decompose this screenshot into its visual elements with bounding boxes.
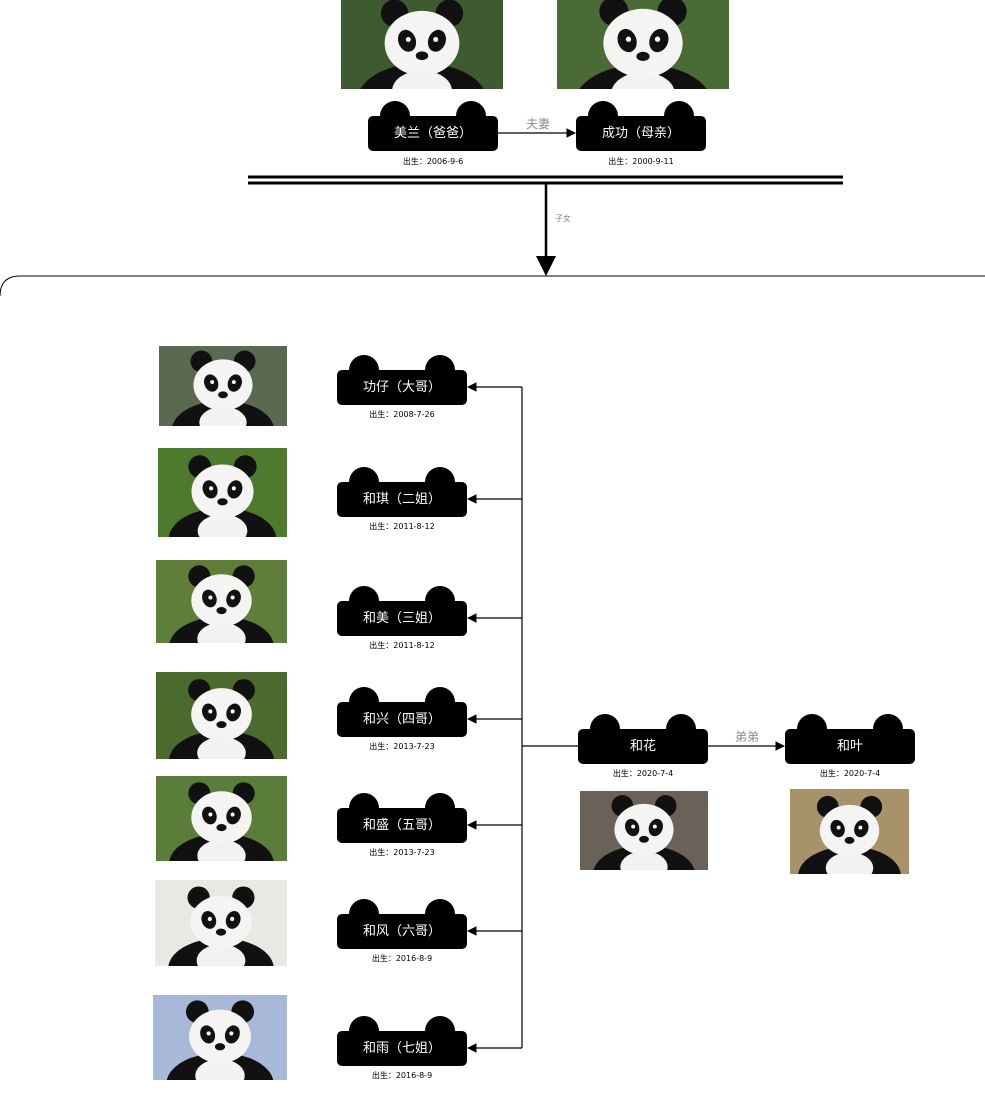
child-2-photo — [156, 560, 287, 643]
panda-illustration — [156, 560, 287, 643]
mother-photo — [557, 0, 729, 89]
child-name: 和兴（四哥） — [337, 702, 467, 737]
child-node-2[interactable]: 和美（三姐） — [337, 586, 467, 636]
panda-illustration — [156, 776, 287, 861]
panda-illustration — [153, 995, 287, 1080]
child-name: 和盛（五哥） — [337, 808, 467, 843]
child-node-4[interactable]: 和盛（五哥） — [337, 793, 467, 843]
mother-name: 成功（母亲） — [576, 116, 706, 151]
panda-illustration — [156, 672, 287, 759]
heye-name: 和叶 — [785, 729, 915, 764]
panda-illustration — [159, 346, 287, 426]
spouse-label: 夫妻 — [526, 117, 551, 131]
child-birth: 出生：2016-8-9 — [371, 954, 433, 963]
brother-label: 弟弟 — [735, 730, 760, 744]
panda-illustration — [580, 791, 708, 870]
mother-node[interactable]: 成功（母亲） — [576, 101, 706, 151]
father-node[interactable]: 美兰（爸爸） — [368, 101, 498, 151]
child-6-photo — [153, 995, 287, 1080]
child-node-3[interactable]: 和兴（四哥） — [337, 687, 467, 737]
child-name: 和风（六哥） — [337, 914, 467, 949]
child-node-6[interactable]: 和雨（七姐） — [337, 1016, 467, 1066]
hehua-photo — [580, 791, 708, 870]
child-1-photo — [158, 448, 287, 537]
heye-node[interactable]: 和叶 — [785, 714, 915, 764]
child-name: 和琪（二姐） — [337, 482, 467, 517]
child-birth: 出生：2011-8-12 — [369, 522, 435, 531]
child-3-photo — [156, 672, 287, 759]
father-birth: 出生：2006-9-6 — [402, 157, 464, 166]
panda-illustration — [155, 880, 287, 966]
father-name: 美兰（爸爸） — [368, 116, 498, 151]
child-birth: 出生：2016-8-9 — [371, 1071, 433, 1080]
child-0-photo — [159, 346, 287, 426]
mother-birth: 出生：2000-9-11 — [608, 157, 674, 166]
panda-illustration — [790, 789, 909, 874]
child-birth: 出生：2013-7-23 — [369, 742, 435, 751]
heye-birth: 出生：2020-7-4 — [819, 769, 881, 778]
child-node-1[interactable]: 和琪（二姐） — [337, 467, 467, 517]
panda-illustration — [341, 0, 503, 89]
hehua-node[interactable]: 和花 — [578, 714, 708, 764]
hehua-name: 和花 — [578, 729, 708, 764]
child-birth: 出生：2008-7-26 — [369, 410, 435, 419]
hehua-birth: 出生：2020-7-4 — [612, 769, 674, 778]
child-5-photo — [155, 880, 287, 966]
child-birth: 出生：2011-8-12 — [369, 641, 435, 650]
children-label: 子女 — [555, 214, 571, 223]
father-photo — [341, 0, 503, 89]
child-node-0[interactable]: 功仔（大哥） — [337, 355, 467, 405]
child-birth: 出生：2013-7-23 — [369, 848, 435, 857]
child-name: 和美（三姐） — [337, 601, 467, 636]
child-node-5[interactable]: 和风（六哥） — [337, 899, 467, 949]
child-name: 功仔（大哥） — [337, 370, 467, 405]
panda-illustration — [158, 448, 287, 537]
child-name: 和雨（七姐） — [337, 1031, 467, 1066]
child-4-photo — [156, 776, 287, 861]
heye-photo — [790, 789, 909, 874]
children-group-border — [0, 275, 985, 297]
panda-illustration — [557, 0, 729, 89]
